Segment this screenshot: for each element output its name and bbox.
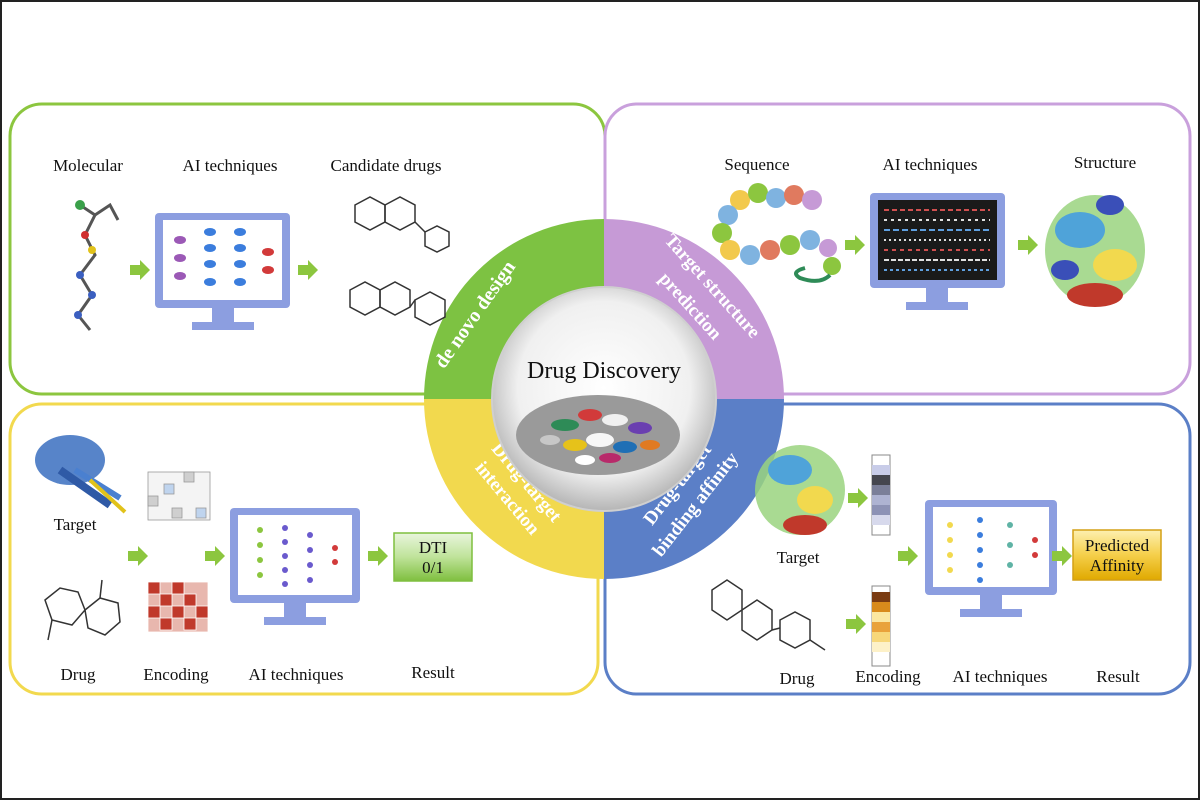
- binding-drug-encoding-bar: [871, 585, 891, 667]
- dti-monitor: [230, 508, 360, 625]
- dti-target-label: Target: [54, 515, 97, 534]
- affinity-result-line2: Affinity: [1090, 556, 1145, 575]
- dti-sector: [424, 399, 604, 579]
- affinity-result-line1: Predicted: [1085, 536, 1150, 555]
- dti-target-encoding-grid: [147, 471, 211, 521]
- binding-sector: [604, 399, 784, 579]
- dti-drug-structure: [44, 579, 121, 641]
- binding-encoding-label: Encoding: [855, 667, 921, 686]
- tl-monitor: [155, 213, 290, 330]
- de-novo-sector: [424, 219, 604, 399]
- protein-structure-image: [1045, 195, 1145, 307]
- dti-result-line2: 0/1: [422, 558, 444, 577]
- binding-drug-label: Drug: [780, 669, 815, 688]
- amino-acid-sequence: [712, 183, 841, 283]
- molecular-label: Molecular: [53, 156, 123, 175]
- dti-ai-label: AI techniques: [249, 665, 344, 684]
- molecular-structure-icon: [74, 200, 120, 331]
- dti-target-protein-image: [35, 435, 127, 514]
- pill-cluster: [540, 409, 660, 465]
- structure-label: Structure: [1074, 153, 1136, 172]
- dti-result-line1: DTI: [419, 538, 448, 557]
- target-structure-sector: [604, 219, 784, 399]
- tr-ai-label: AI techniques: [883, 155, 978, 174]
- candidate-drug-structures: [349, 196, 450, 326]
- sequence-label: Sequence: [724, 155, 789, 174]
- dti-result-label: Result: [411, 663, 455, 682]
- dti-encoding-label: Encoding: [143, 665, 209, 684]
- dti-drug-encoding-grid: [147, 581, 209, 633]
- center-title: Drug Discovery: [527, 358, 681, 384]
- binding-monitor: [925, 500, 1057, 617]
- affinity-result-box: [1072, 529, 1162, 581]
- binding-target-encoding-bar: [871, 454, 891, 536]
- binding-ai-label: AI techniques: [953, 667, 1048, 686]
- binding-result-label: Result: [1096, 667, 1140, 686]
- tr-monitor: [870, 193, 1005, 310]
- binding-drug-structure: [711, 579, 826, 651]
- binding-target-label: Target: [777, 548, 820, 567]
- dti-drug-label: Drug: [61, 665, 96, 684]
- binding-target-protein-image: [755, 445, 845, 535]
- dti-result-box: [393, 532, 473, 582]
- candidate-drugs-label: Candidate drugs: [331, 156, 442, 175]
- tl-ai-label: AI techniques: [183, 156, 278, 175]
